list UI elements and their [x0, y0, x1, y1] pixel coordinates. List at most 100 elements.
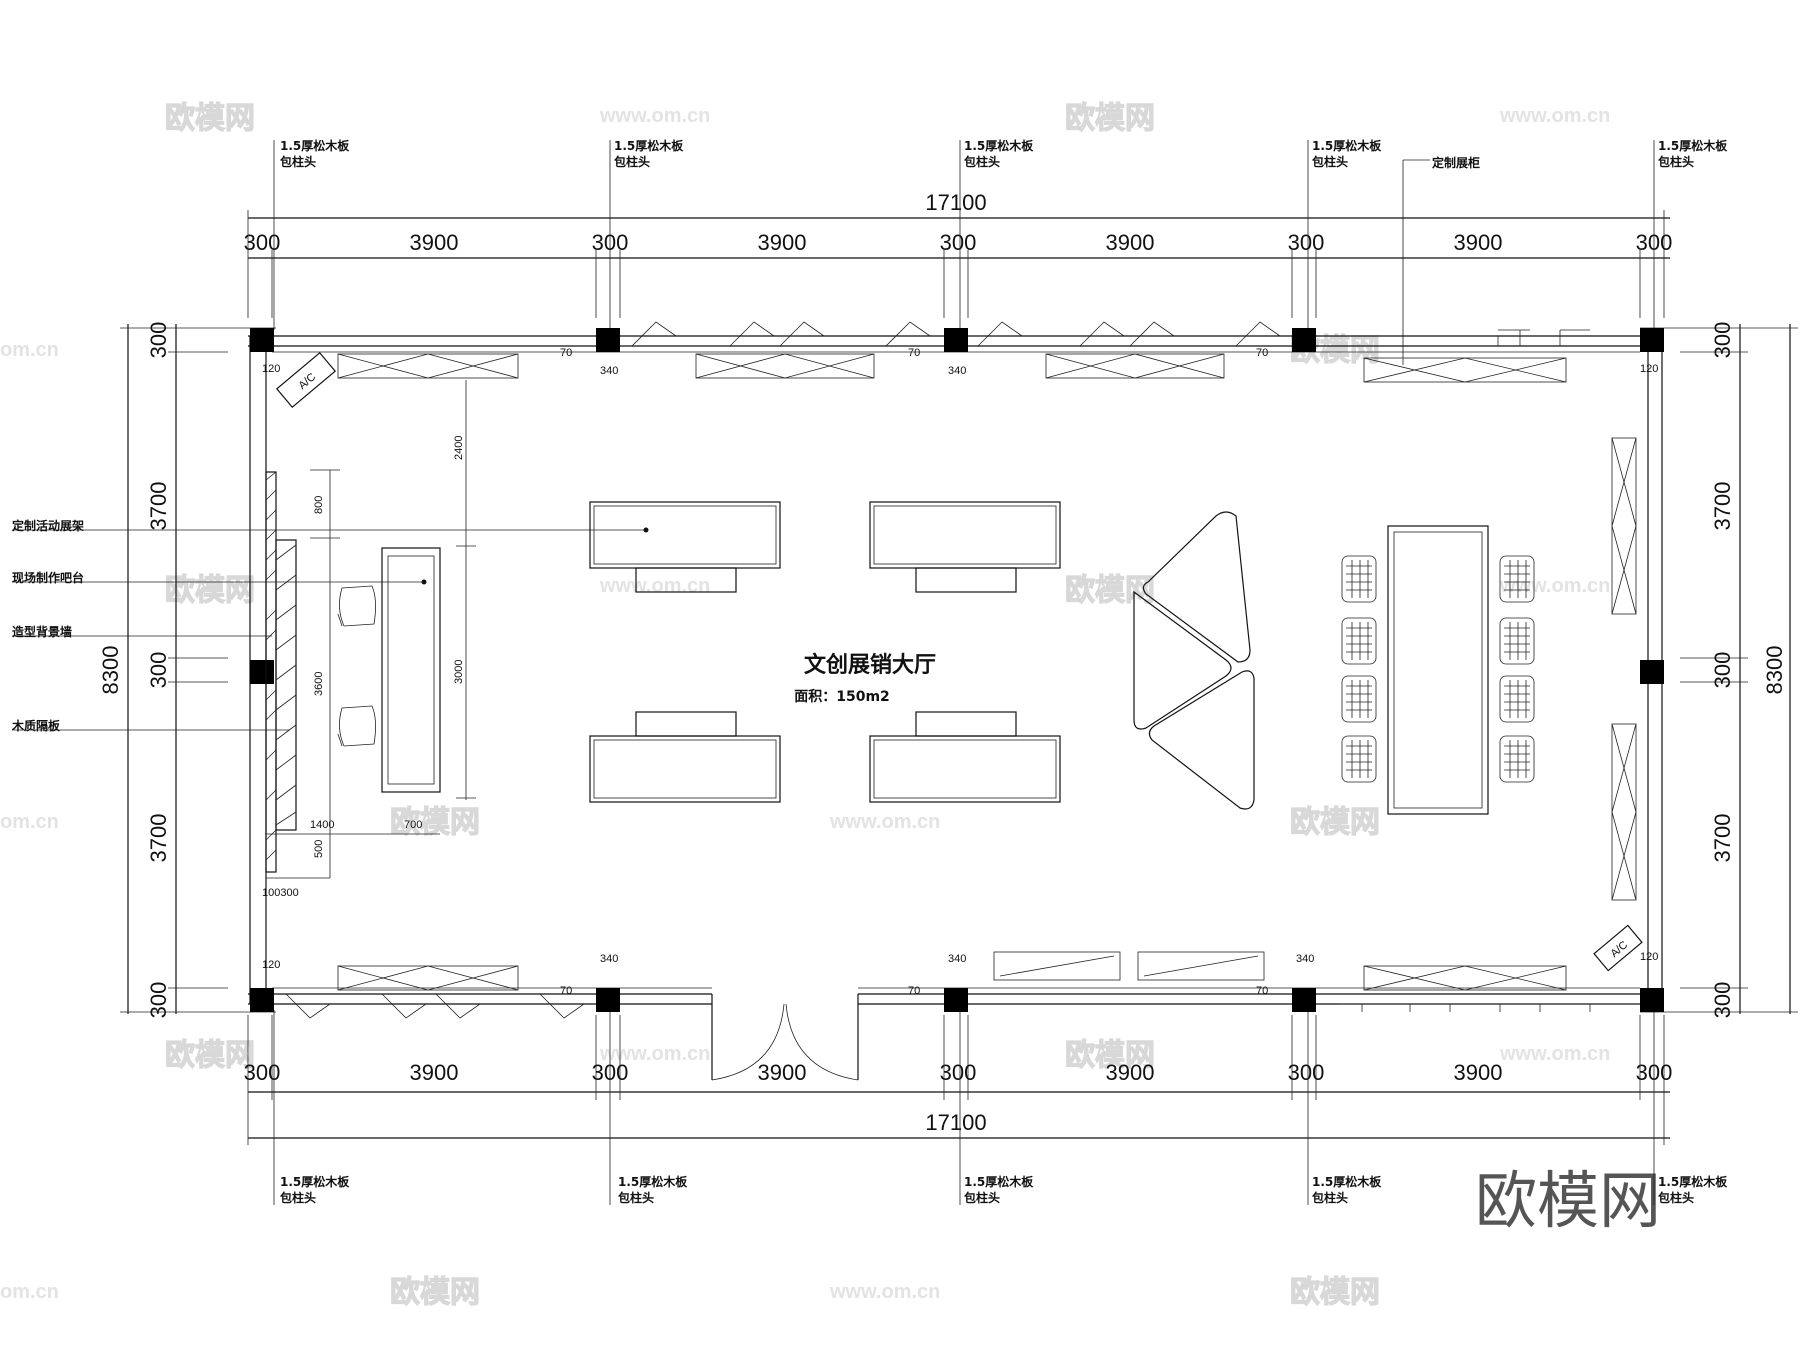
dim-100-300: 100300 [262, 887, 299, 899]
dim-120: 120 [1640, 951, 1658, 963]
column-note-sub: 包柱头 [617, 1190, 654, 1205]
column-dim: 300 [244, 230, 281, 255]
column-note-sub: 包柱头 [279, 154, 316, 169]
column-dim: 300 [940, 1060, 977, 1085]
bay-dim: 3900 [410, 1060, 459, 1085]
right-dimensions: 300 3700 300 3700 300 8300 [1640, 322, 1798, 1019]
columns [250, 328, 1664, 1012]
column-dim: 300 [1710, 322, 1735, 359]
watermark-url: om.cn [0, 339, 59, 361]
bay-dim: 3900 [758, 230, 807, 255]
column-note: 1.5厚松木板 [618, 1174, 688, 1189]
dim-3000: 3000 [453, 660, 465, 684]
dim-700: 700 [404, 819, 422, 831]
dim-70: 70 [1256, 347, 1268, 359]
column-note-sub: 包柱头 [963, 154, 1000, 169]
column-notes-top: 1.5厚松木板 包柱头 1.5厚松木板 包柱头 1.5厚松木板 包柱头 1.5厚… [273, 138, 1728, 365]
window-casements-top [631, 321, 1590, 347]
dim-800: 800 [313, 496, 325, 514]
column-note: 1.5厚松木板 [964, 1174, 1034, 1189]
dim-340: 340 [600, 953, 618, 965]
window-casements-bottom [285, 993, 1640, 1019]
watermark-brand: 欧模网 [1065, 1038, 1155, 1073]
column-dim: 300 [1710, 982, 1735, 1019]
column-notes-bottom: 1.5厚松木板 包柱头 1.5厚松木板 包柱头 1.5厚松木板 包柱头 1.5厚… [273, 1010, 1728, 1205]
column-note: 1.5厚松木板 [1658, 138, 1728, 153]
structural-column [250, 660, 274, 684]
total-width-label: 17100 [925, 190, 986, 215]
triangle-stands [1133, 511, 1255, 810]
mobile-rack-label: 定制活动展架 [12, 518, 84, 533]
chairs [1341, 555, 1535, 783]
watermark-brand: 欧模网 [390, 1275, 480, 1310]
left-callouts: 定制活动展架 现场制作吧台 造型背景墙 木质隔板 [11, 518, 649, 733]
watermark-url: www.om.cn [1499, 1043, 1610, 1065]
total-height-label: 8300 [1762, 646, 1787, 695]
column-dim: 300 [940, 230, 977, 255]
structural-column [1292, 988, 1316, 1012]
bay-dim: 3900 [1106, 1060, 1155, 1085]
side-bay-dim: 3700 [1710, 814, 1735, 863]
column-dim: 300 [1288, 1060, 1325, 1085]
dim-70: 70 [560, 985, 572, 997]
column-dim: 300 [146, 322, 171, 359]
column-note-sub: 包柱头 [613, 154, 650, 169]
wood-partition-label: 木质隔板 [11, 718, 61, 733]
room-title-block: 文创展销大厅 面积：150m2 [794, 652, 936, 705]
watermark-brand: 欧模网 [165, 101, 255, 136]
watermark-url: www.om.cn [599, 575, 710, 597]
bar-label: 现场制作吧台 [12, 570, 84, 585]
structural-column [1640, 328, 1664, 352]
column-dim: 300 [1288, 230, 1325, 255]
side-bay-dim: 3700 [146, 482, 171, 531]
dim-70: 70 [560, 347, 572, 359]
watermark-url: www.om.cn [1499, 575, 1610, 597]
column-note: 1.5厚松木板 [964, 138, 1034, 153]
bay-dim: 3900 [1454, 230, 1503, 255]
small-dimensions: 120 120 120 120 340 340 340 340 340 700 … [262, 347, 1658, 997]
bottom-dimensions: 300 3900 300 3900 300 3900 300 3900 300 … [244, 1015, 1672, 1145]
watermark-layer: 欧模网 www.om.cn 欧模网 www.om.cn om.cn 欧模网 欧模… [0, 100, 1661, 1310]
structural-column [1292, 328, 1316, 352]
column-note: 1.5厚松木板 [1658, 1174, 1728, 1189]
structural-column [944, 988, 968, 1012]
dim-1400: 1400 [310, 819, 334, 831]
left-zone [265, 380, 476, 879]
total-width-label: 17100 [925, 1110, 986, 1135]
side-bay-dim: 3700 [1710, 482, 1735, 531]
watermark-url: www.om.cn [1499, 105, 1610, 127]
dim-340: 340 [948, 365, 966, 377]
column-note-sub: 包柱头 [1657, 1190, 1694, 1205]
structural-column [596, 328, 620, 352]
room-title: 文创展销大厅 [804, 652, 936, 678]
dim-70: 70 [908, 347, 920, 359]
column-note: 1.5厚松木板 [1312, 138, 1382, 153]
watermark-url: om.cn [0, 1281, 59, 1303]
structural-column [250, 988, 274, 1012]
dim-70: 70 [1256, 985, 1268, 997]
structural-column [1640, 988, 1664, 1012]
dim-120: 120 [1640, 363, 1658, 375]
column-note-sub: 包柱头 [963, 1190, 1000, 1205]
structural-column [250, 328, 274, 352]
bay-dim: 3900 [1106, 230, 1155, 255]
watermark-url: www.om.cn [829, 1281, 940, 1303]
dim-120: 120 [262, 959, 280, 971]
watermark-brand: 欧模网 [390, 805, 480, 840]
column-dim: 300 [244, 1060, 281, 1085]
watermark-brand: 欧模网 [1290, 1275, 1380, 1310]
column-note: 1.5厚松木板 [280, 138, 350, 153]
watermark-brand: 欧模网 [165, 573, 255, 608]
dim-340: 340 [1296, 953, 1314, 965]
display-tables [589, 501, 1061, 803]
structural-column [1640, 660, 1664, 684]
watermark-brand: 欧模网 [1290, 805, 1380, 840]
watermark-url: www.om.cn [829, 811, 940, 833]
column-note: 1.5厚松木板 [1312, 1174, 1382, 1189]
ac-units: A/C A/C [275, 351, 1643, 972]
ac-label: A/C [1608, 939, 1630, 960]
watermark-brand: 欧模网 [1065, 573, 1155, 608]
column-dim: 300 [1710, 652, 1735, 689]
side-bay-dim: 3700 [146, 814, 171, 863]
watermark-url: www.om.cn [599, 105, 710, 127]
